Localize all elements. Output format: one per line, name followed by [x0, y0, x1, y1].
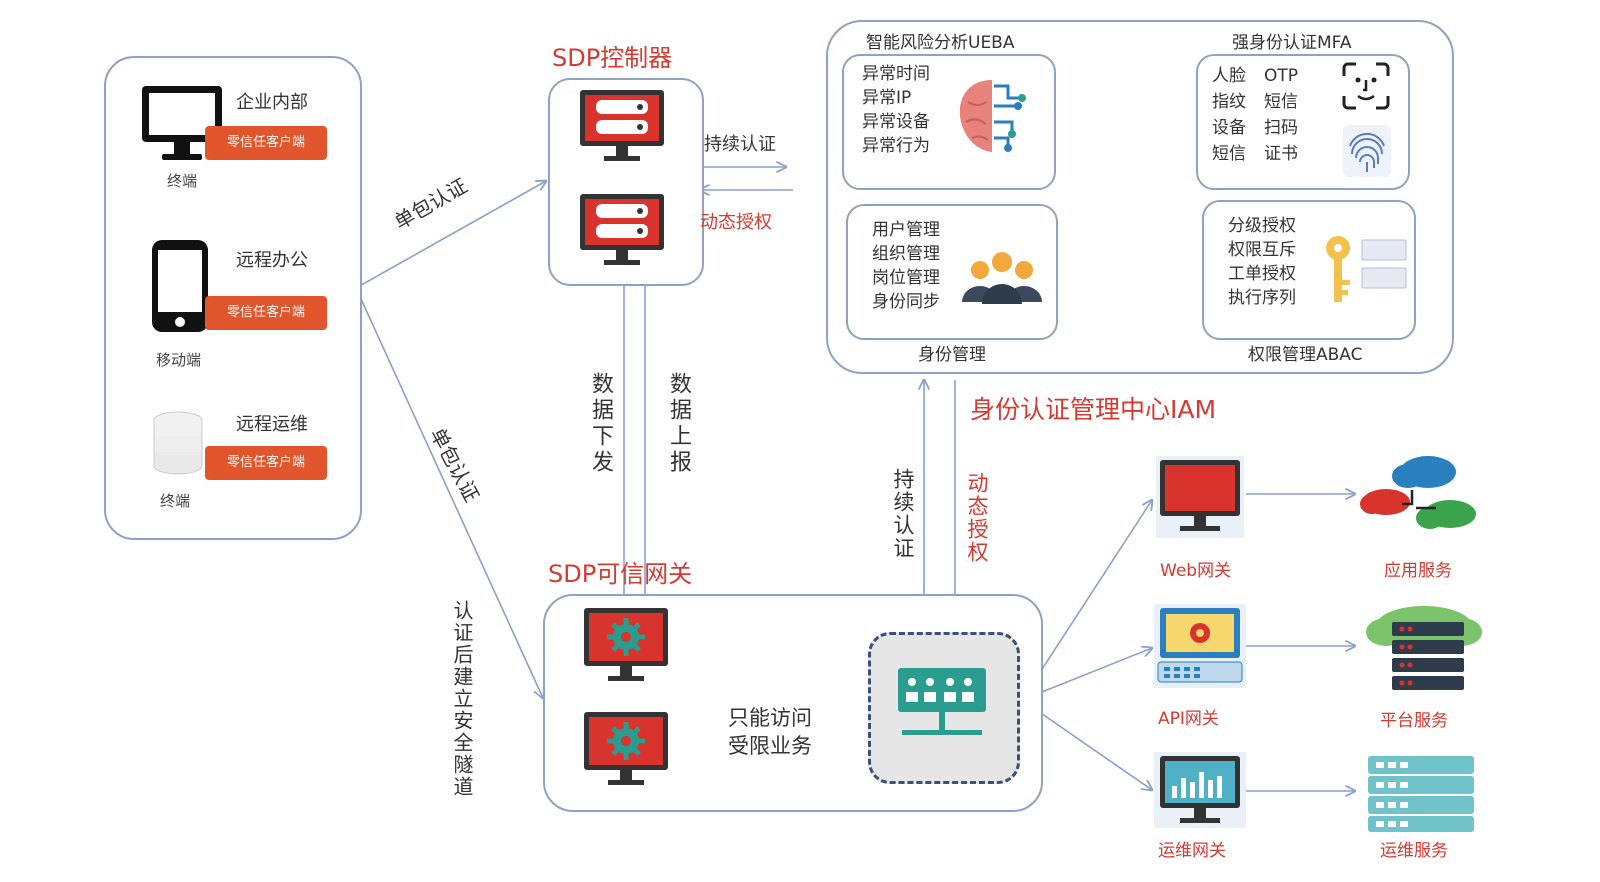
- server-monitor-icon: [580, 90, 664, 161]
- spa-line-controller: [355, 181, 546, 289]
- to-api-gateway: [1021, 648, 1152, 701]
- mobile-phone-icon: [152, 240, 208, 332]
- restricted-line: 受限业务: [728, 734, 812, 758]
- gateway-gear-monitor-icon: [584, 608, 668, 681]
- identity-item: 岗位管理: [872, 268, 940, 288]
- controller-dynamic-authz: 动态授权: [700, 212, 772, 233]
- controller-continuous-auth: 持续认证: [704, 134, 776, 155]
- api-gateway-computer-icon: [1154, 604, 1246, 688]
- mfa-item: 短信: [1264, 92, 1298, 112]
- restricted-line: 只能访问: [728, 706, 812, 730]
- restricted-access-label: 只能访问 受限业务: [728, 704, 812, 760]
- identity-item: 身份同步: [872, 292, 940, 312]
- to-web-gateway: [1021, 500, 1152, 701]
- ops-gateway-monitor-icon: [1154, 752, 1246, 828]
- identity-title: 身份管理: [918, 345, 986, 365]
- gateway-title: SDP可信网关: [548, 560, 693, 588]
- identity-item: 组织管理: [872, 244, 940, 264]
- ueba-item: 异常设备: [862, 112, 930, 132]
- mfa-item: 设备: [1212, 118, 1246, 138]
- to-ops-gateway: [1021, 699, 1152, 790]
- tunnel-label: 认证后建立安全隧道: [450, 600, 474, 798]
- face-id-icon: [1342, 62, 1390, 110]
- data-down-label: 数据下发: [588, 372, 613, 476]
- remote-office-caption: 移动端: [156, 351, 202, 369]
- mfa-item: 短信: [1212, 144, 1246, 164]
- mfa-item: OTP: [1264, 66, 1299, 86]
- enterprise-caption: 终端: [167, 172, 198, 190]
- ai-brain-icon: [959, 80, 1026, 152]
- mfa-item: 人脸: [1212, 66, 1246, 86]
- client-tag-remote-office: 零信任客户端: [205, 296, 327, 330]
- gateway-continuous-auth: 持续认证: [891, 468, 915, 560]
- abac-title: 权限管理ABAC: [1248, 345, 1363, 365]
- identity-item: 用户管理: [872, 220, 940, 240]
- network-switch-icon: [898, 668, 986, 735]
- remote-office-label: 远程办公: [236, 250, 308, 271]
- user-group-icon: [962, 252, 1042, 304]
- iam-title: 身份认证管理中心IAM: [970, 395, 1217, 424]
- gateway-server-panel: [868, 632, 1020, 784]
- web-gateway-label: Web网关: [1160, 561, 1232, 581]
- mfa-grid: 人脸 OTP 指纹 短信 设备 扫码 短信 证书: [1212, 64, 1316, 166]
- ops-server-rack-icon: [1368, 756, 1474, 832]
- ops-service-label: 运维服务: [1380, 841, 1448, 861]
- key-permission-icon: [1326, 236, 1407, 302]
- desktop-monitor-icon: [142, 86, 222, 160]
- mfa-item: 扫码: [1264, 118, 1298, 138]
- identity-list: 用户管理 组织管理 岗位管理 身份同步: [872, 218, 940, 314]
- ueba-title: 智能风险分析UEBA: [866, 33, 1015, 53]
- web-gateway-monitor-icon: [1156, 456, 1244, 538]
- gateway-gear-monitor-icon: [584, 712, 668, 785]
- client-tag-remote-ops: 零信任客户端: [205, 446, 327, 480]
- remote-ops-caption: 终端: [160, 492, 191, 510]
- data-up-label: 数据上报: [666, 372, 691, 476]
- ueba-item: 异常IP: [862, 88, 912, 108]
- ueba-box: [842, 54, 1056, 190]
- app-service-label: 应用服务: [1384, 561, 1452, 581]
- abac-item: 权限互斥: [1228, 240, 1296, 260]
- ueba-list: 异常时间 异常IP 异常设备 异常行为: [862, 62, 930, 158]
- mfa-title: 强身份认证MFA: [1232, 33, 1352, 53]
- ueba-item: 异常时间: [862, 64, 930, 84]
- abac-item: 执行序列: [1228, 288, 1296, 308]
- mfa-item: 证书: [1264, 144, 1298, 164]
- gateway-dynamic-authz: 动态授权: [965, 472, 989, 564]
- platform-server-cloud-icon: [1366, 606, 1482, 690]
- abac-item: 分级授权: [1228, 216, 1296, 236]
- enterprise-label: 企业内部: [236, 92, 308, 113]
- remote-ops-label: 远程运维: [236, 414, 308, 435]
- ops-gateway-label: 运维网关: [1158, 841, 1226, 861]
- database-icon: [153, 411, 203, 475]
- cloud-app-service-icon: [1360, 456, 1476, 529]
- ueba-item: 异常行为: [862, 136, 930, 156]
- api-gateway-label: API网关: [1158, 709, 1219, 729]
- mfa-item: 指纹: [1212, 92, 1246, 112]
- server-monitor-icon: [580, 194, 664, 265]
- client-tag-enterprise: 零信任客户端: [205, 126, 327, 160]
- abac-item: 工单授权: [1228, 264, 1296, 284]
- controller-title: SDP控制器: [552, 44, 673, 72]
- platform-service-label: 平台服务: [1380, 711, 1448, 731]
- spa-line-gateway: [355, 287, 543, 698]
- fingerprint-icon: [1343, 125, 1391, 177]
- abac-list: 分级授权 权限互斥 工单授权 执行序列: [1228, 214, 1296, 310]
